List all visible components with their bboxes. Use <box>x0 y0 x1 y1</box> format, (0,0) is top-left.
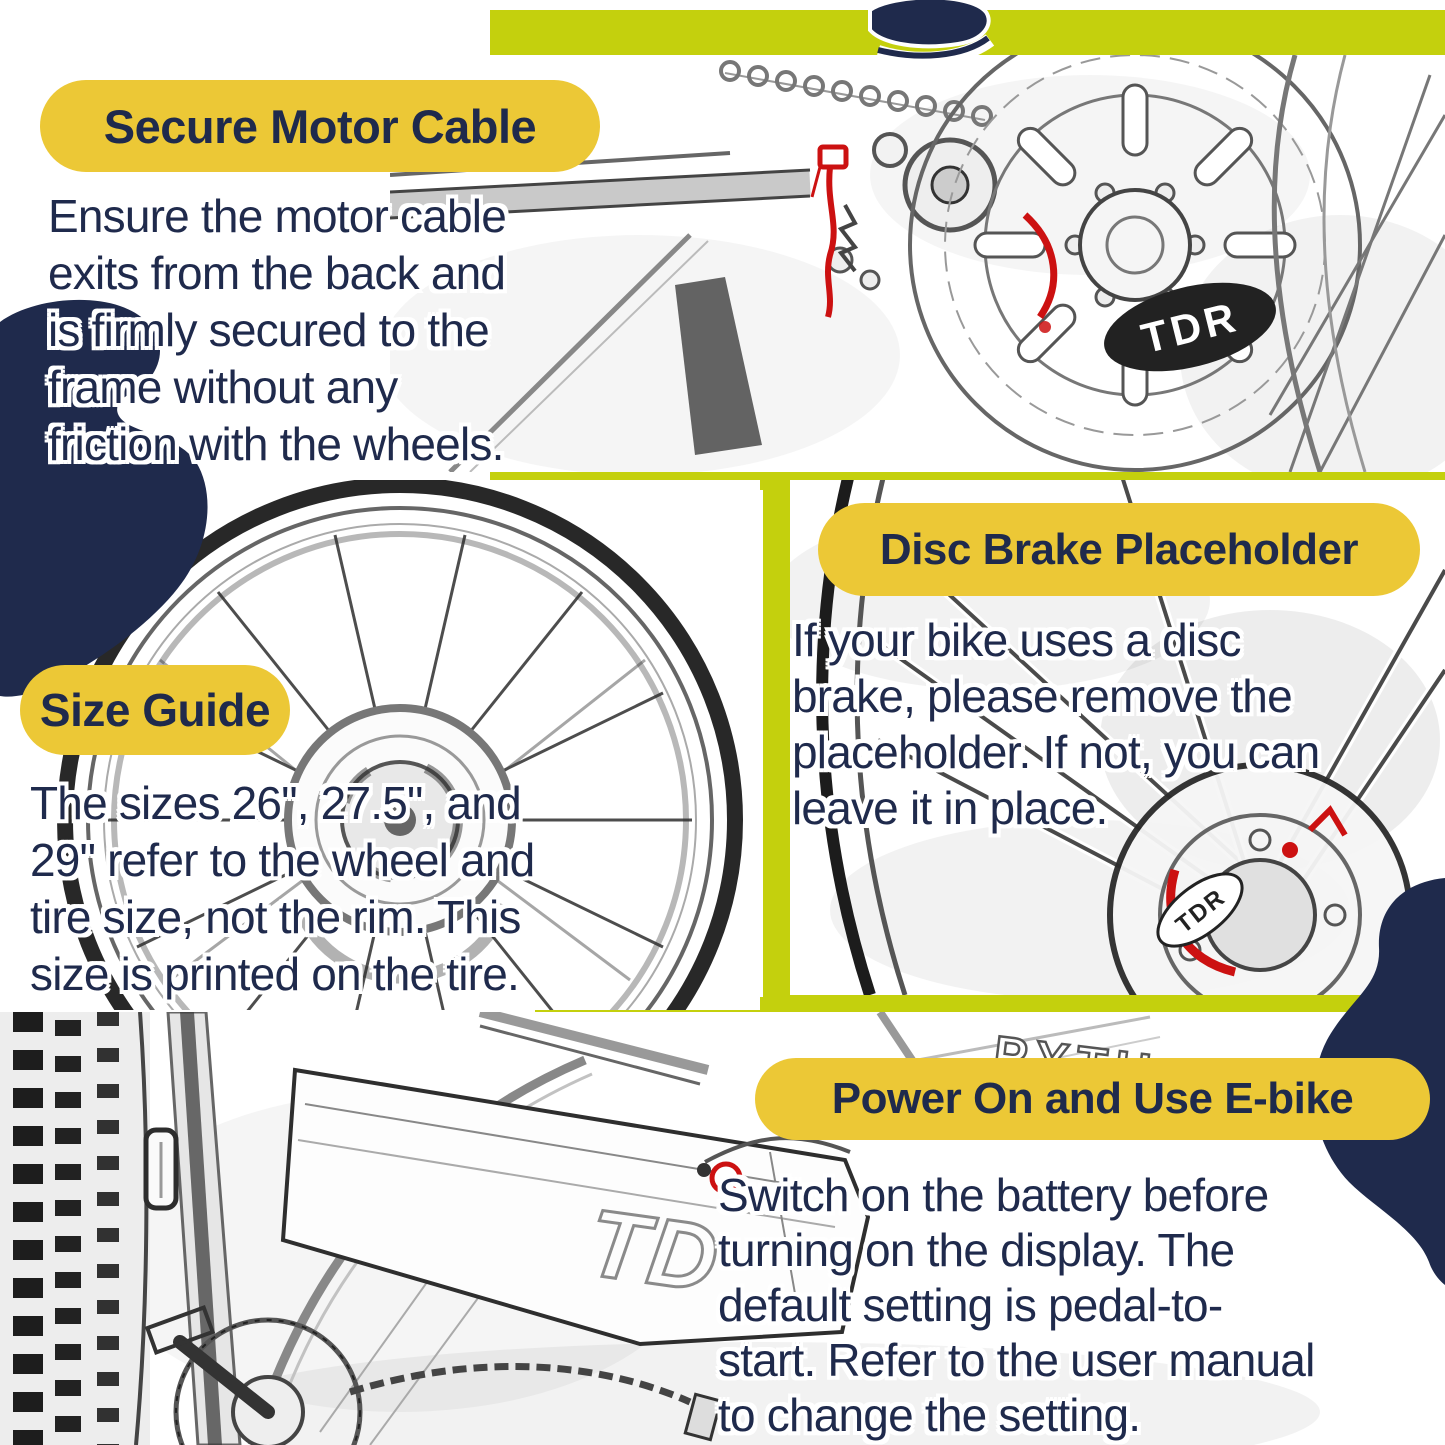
battery-logo: TD <box>581 1188 728 1314</box>
svg-text:TD: TD <box>582 1190 726 1313</box>
wheel-hub-icon <box>284 704 516 984</box>
size-guide-title: Size Guide <box>39 684 271 736</box>
power-on-title: Power On and Use E-bike <box>831 1074 1354 1123</box>
disc-brake-placeholder-body: If your bike uses a disc brake, please r… <box>792 614 1320 834</box>
power-on-body: Switch on the battery before turning on … <box>718 1169 1315 1441</box>
kickstand-shape <box>675 277 762 455</box>
disc-brake-placeholder-title: Disc Brake Placeholder <box>879 524 1359 574</box>
size-guide-body: The sizes 26", 27.5", and 29" refer to t… <box>30 777 535 1000</box>
red-switch-marker <box>709 1161 743 1195</box>
top-navy-blob <box>868 0 995 62</box>
motor-sketch-svg: TDR <box>390 55 1445 472</box>
middle-accent-bar <box>535 997 1445 1012</box>
motor-cable-sketch-illustration: TDR <box>390 55 1445 472</box>
battery-pack <box>280 1067 871 1347</box>
crank-chainring <box>144 1304 723 1445</box>
chain-icon <box>719 60 993 127</box>
secure-motor-cable-pill: Secure Motor Cable <box>40 80 600 172</box>
secure-motor-cable-body: Ensure the motor cable exits from the ba… <box>48 190 507 470</box>
tire-tread <box>0 1012 150 1445</box>
tdr-rotor-logo: TDR <box>1104 282 1276 372</box>
size-guide-pill: Size Guide <box>20 665 290 755</box>
left-navy-blob <box>0 299 208 697</box>
disc-brake-placeholder-pill: Disc Brake Placeholder <box>818 503 1420 596</box>
tdr-hub-logo: TDR <box>1156 872 1244 948</box>
power-on-pill: Power On and Use E-bike <box>755 1058 1430 1140</box>
red-cable-marker <box>1022 212 1058 333</box>
ebike-sketch-svg: CHAOYANG PYTH <box>0 1012 1445 1445</box>
wheel-spokes-right <box>1268 55 1445 472</box>
secure-motor-cable-title: Secure Motor Cable <box>103 99 537 153</box>
red-zip-tie-marker <box>810 144 849 318</box>
